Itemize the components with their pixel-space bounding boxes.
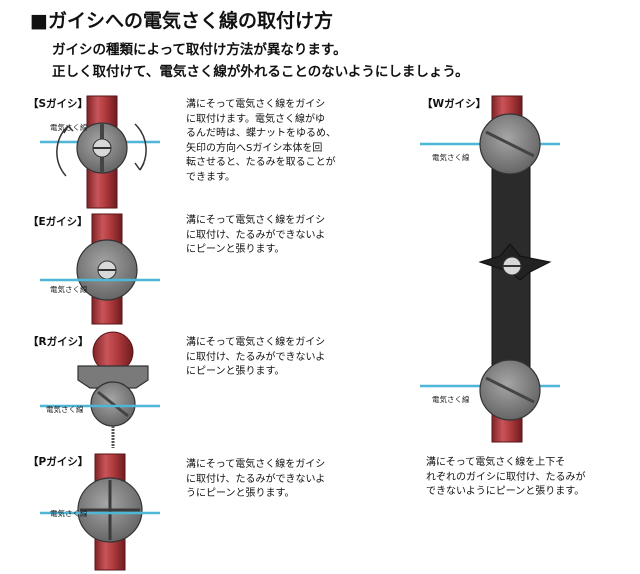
subtitle-line-2: 正しく取付けて、電気さく線が外れることのないようにしましょう。: [52, 64, 469, 80]
r-insulator-label: 【Rガイシ】: [28, 336, 89, 348]
page-title: ■ガイシへの電気さく線の取付け方: [30, 10, 333, 32]
p-wire-label: 電気さく線: [50, 509, 88, 518]
s-insulator-label: 【Sガイシ】: [28, 98, 89, 110]
w-wire-label-top: 電気さく線: [432, 153, 470, 162]
e-wire-label: 電気さく線: [50, 285, 88, 294]
e-insulator-description: 溝にそって電気さく線をガイシ に取付け、たるみができないよ にピーンと張ります。: [186, 215, 326, 255]
e-insulator-figure: [40, 213, 160, 325]
w-insulator-figure: [420, 95, 560, 443]
w-insulator-label: 【Wガイシ】: [422, 98, 487, 110]
r-wire-label: 電気さく線: [46, 405, 84, 414]
r-bracket: [77, 365, 149, 389]
rotate-arrow-icon: [134, 123, 147, 171]
w-insulator-description: 溝にそって電気さく線を上下そ れぞれのガイシに取付け、たるみが できないようにピ…: [426, 457, 586, 497]
subtitle-line-1: ガイシの種類によって取付け方法が異なります。: [52, 42, 347, 58]
p-insulator-description: 溝にそって電気さく線をガイシ に取付け、たるみができないよ うにピーンと張ります…: [186, 459, 326, 499]
p-insulator-label: 【Pガイシ】: [28, 456, 89, 468]
w-wire-label-bottom: 電気さく線: [432, 395, 470, 404]
p-insulator-figure: [40, 453, 160, 571]
r-insulator-description: 溝にそって電気さく線をガイシ に取付け、たるみができないよ にピーンと張ります。: [186, 337, 326, 377]
s-insulator-figure: [40, 95, 160, 209]
s-insulator-description: 溝にそって電気さく線をガイシ に取付けます。電気さく線がゆ るんだ時は、蝶ナット…: [186, 99, 336, 183]
s-wire-label: 電気さく線: [50, 123, 88, 132]
e-insulator-label: 【Eガイシ】: [28, 216, 88, 228]
r-insulator-figure: [40, 331, 160, 448]
